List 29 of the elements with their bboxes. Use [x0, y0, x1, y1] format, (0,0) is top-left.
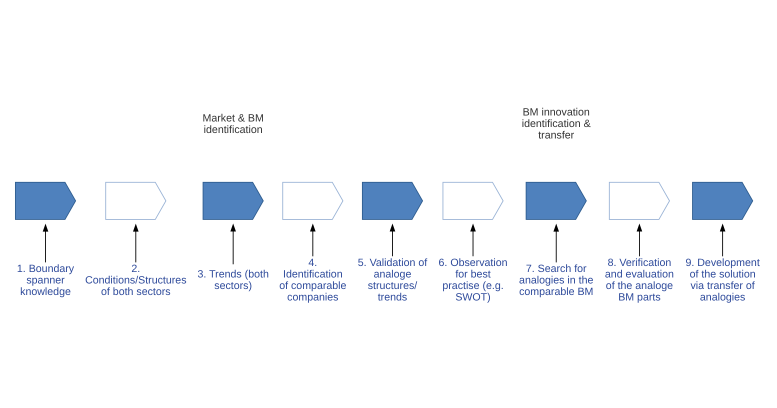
- node-text: 5. Validation of analoge structures/ trends: [358, 257, 428, 304]
- node-chevron: [14, 182, 76, 220]
- node-text: 7. Search for analogies in the comparable BM: [519, 262, 594, 298]
- node-chevron: [362, 182, 424, 220]
- arrow: [553, 224, 560, 263]
- node-chevron: [202, 182, 264, 220]
- arrow: [636, 224, 642, 257]
- node-text: 8. Verification and evaluation of the analoge BM parts: [604, 257, 674, 304]
- node-text: 3. Trends (both sectors): [197, 268, 269, 292]
- node-text: 1. Boundary spanner knowledge: [16, 262, 74, 298]
- arrow: [720, 224, 726, 257]
- node-text: 2. Conditions/Structures of both sectors: [85, 262, 187, 298]
- label: Market & BM identification: [202, 112, 264, 136]
- arrow: [310, 224, 316, 257]
- node-chevron: [442, 182, 504, 220]
- arrow: [470, 224, 476, 257]
- node-chevron: [526, 182, 587, 220]
- arrow: [230, 223, 236, 265]
- node-chevron: [105, 182, 166, 220]
- arrow: [133, 224, 139, 263]
- node-text: 6. Observation for best practise (e.g. SWOT): [438, 257, 508, 304]
- node-chevron: [608, 182, 670, 220]
- node-chevron: [282, 182, 344, 220]
- arrow: [42, 224, 48, 263]
- node-text: 9. Development of the solution via transfer of analogies: [685, 257, 760, 304]
- node-chevron: [692, 182, 754, 220]
- label: BM innovation identification & transfer: [522, 106, 591, 142]
- arrow: [390, 224, 396, 257]
- node-text: 4. Identification of comparable companies: [279, 257, 346, 304]
